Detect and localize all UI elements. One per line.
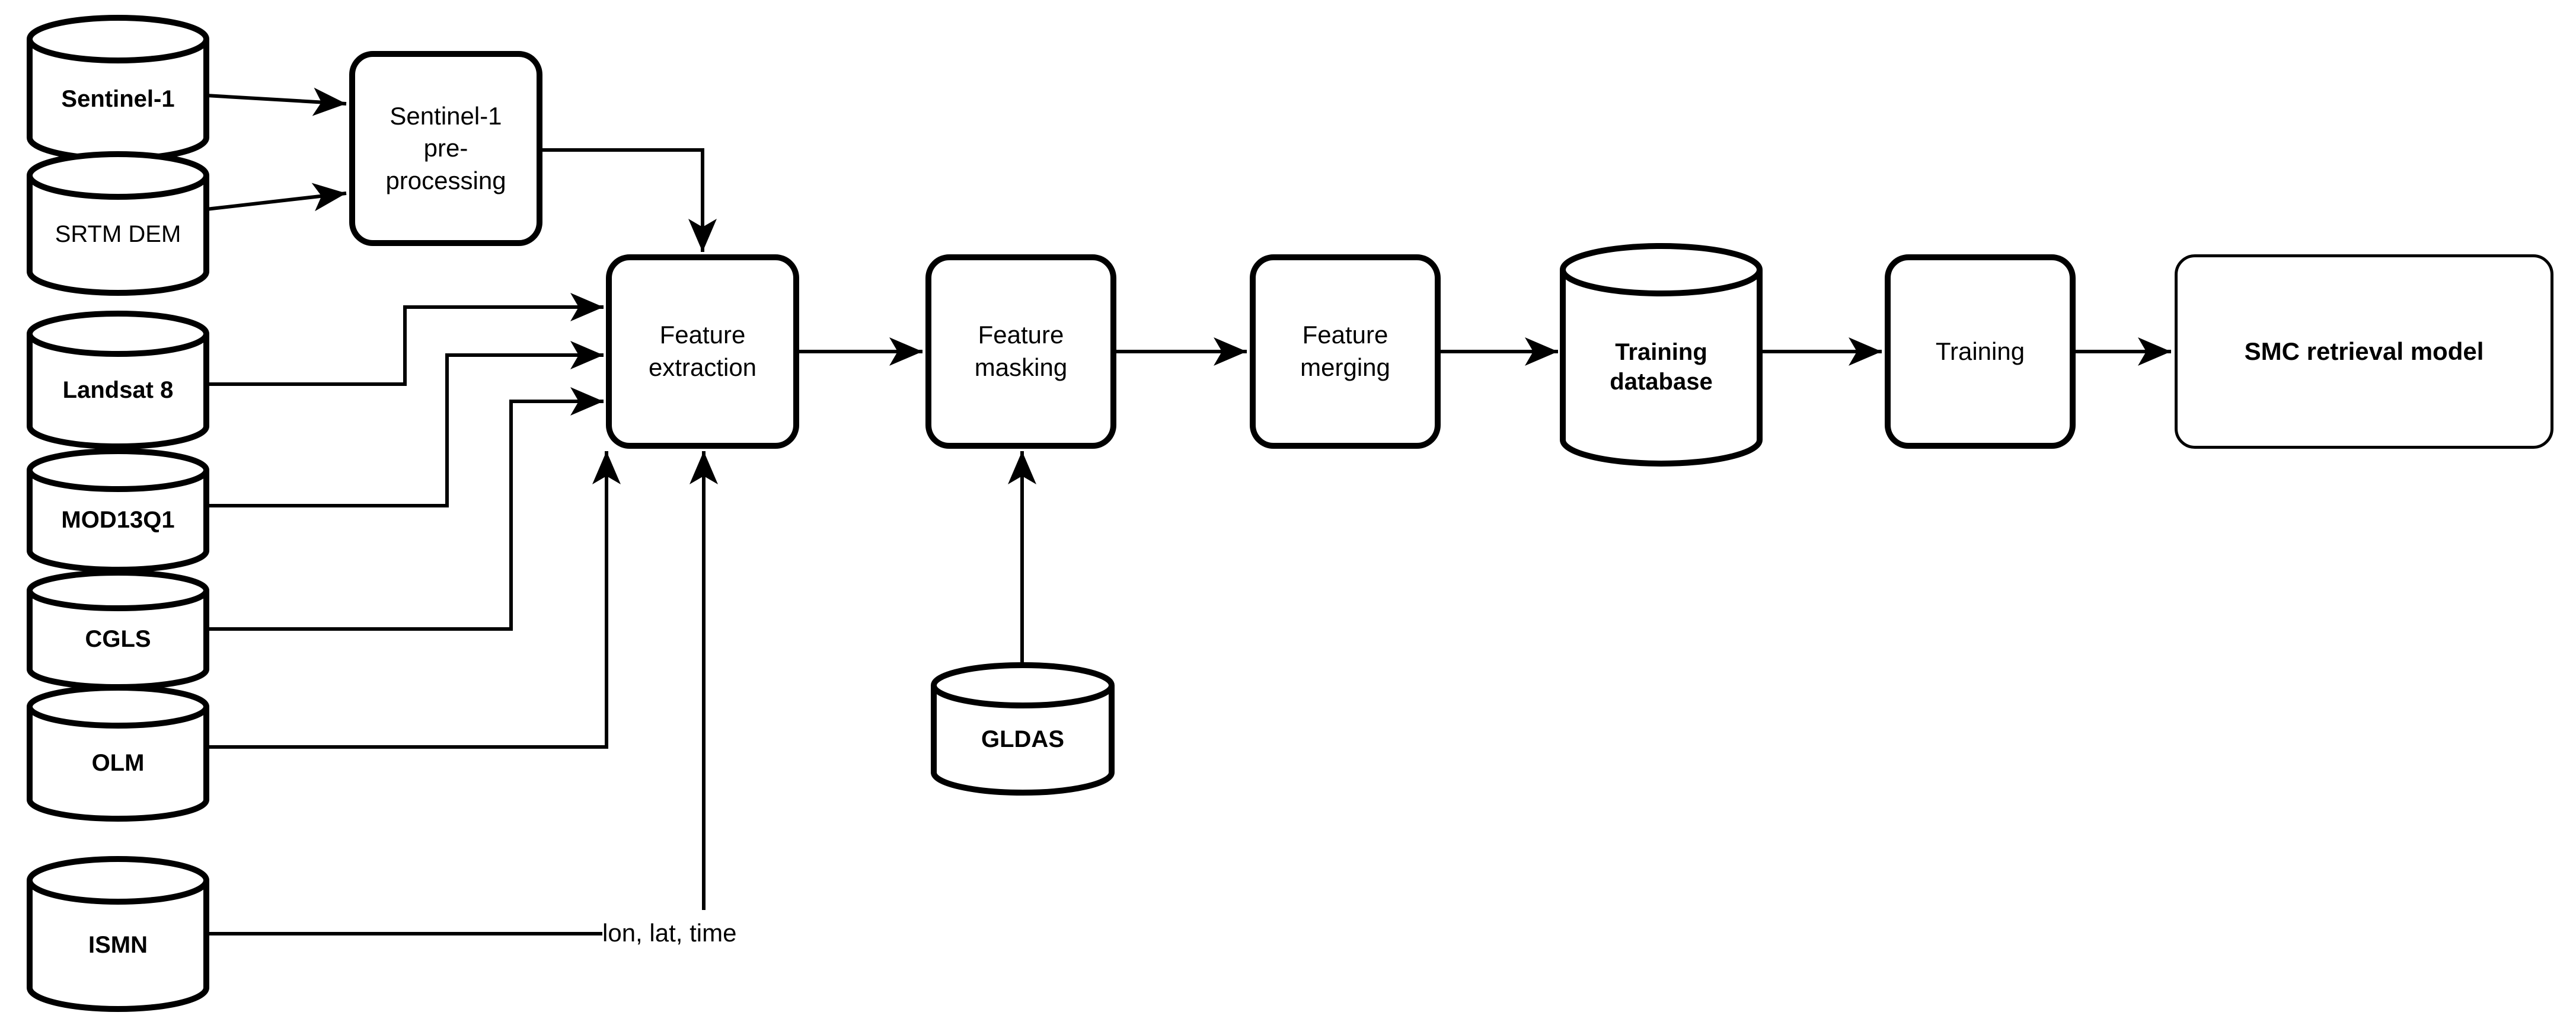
process-feature-masking: Feature masking [925, 254, 1116, 449]
process-feature-merging: Feature merging [1250, 254, 1441, 449]
feature-masking-label: Feature masking [974, 321, 1068, 381]
gldas-datastore-label: GLDAS [981, 726, 1064, 752]
lon-lat-time-annotation: lon, lat, time [602, 919, 737, 947]
sentinel1-preprocessing-label: Sentinel-1 pre- processing [385, 101, 506, 194]
feature-merging-label: Feature merging [1300, 321, 1390, 381]
cgls-cylinder [27, 570, 209, 690]
landsat8-cylinder [27, 311, 209, 449]
arrow-sentinel1-to-preprocessing [206, 87, 347, 116]
training-database-datastore-label: Training database [1610, 339, 1713, 395]
arrow-cgls-to-feature-extraction [206, 387, 604, 631]
smc-retrieval-model-label: SMC retrieval model [2244, 337, 2484, 365]
output-smc-retrieval-model: SMC retrieval model [2175, 254, 2553, 449]
arrow-preprocessing-to-feature-extraction-top [542, 148, 717, 252]
process-feature-extraction: Feature extraction [606, 254, 799, 449]
training-label: Training [1935, 337, 2025, 365]
arrow-olm-to-feature-extraction-bottom [206, 451, 621, 749]
process-sentinel1-preprocessing: Sentinel-1 pre- processing [349, 51, 542, 246]
feature-extraction-label: Feature extraction [648, 321, 757, 381]
landsat8-datastore-label: Landsat 8 [62, 377, 174, 403]
mod13q1-datastore-label: MOD13Q1 [61, 507, 175, 533]
mod13q1-cylinder [27, 448, 209, 573]
olm-cylinder [27, 685, 209, 822]
srtm-dem-datastore-label: SRTM DEM [55, 221, 181, 247]
arrow-mod13q1-to-feature-extraction [206, 341, 604, 507]
sentinel1-cylinder [27, 15, 209, 162]
arrow-srtm-dem-to-preprocessing [206, 183, 347, 212]
gldas-cylinder [931, 662, 1115, 796]
training-database-cylinder [1560, 243, 1763, 467]
sentinel1-datastore-label: Sentinel-1 [61, 86, 175, 112]
process-training: Training [1885, 254, 2076, 449]
ismn-datastore-label: ISMN [88, 931, 148, 958]
cgls-datastore-label: CGLS [85, 625, 151, 652]
srtm-dem-cylinder [27, 151, 209, 296]
arrow-landsat8-to-feature-extraction [206, 293, 604, 386]
olm-datastore-label: OLM [91, 749, 145, 776]
ismn-cylinder [27, 856, 209, 1012]
